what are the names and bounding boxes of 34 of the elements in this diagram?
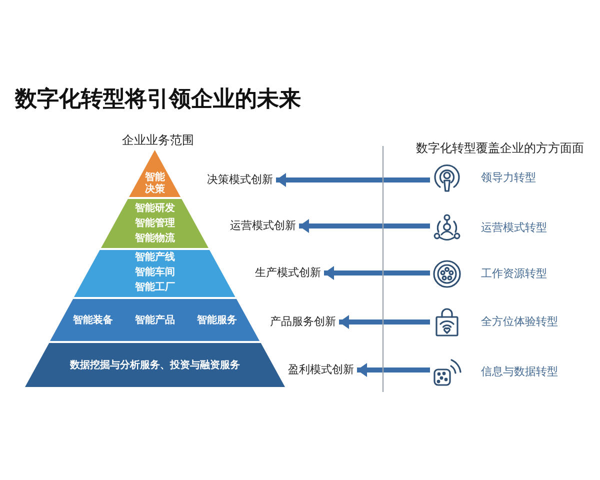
pyramid-layer (25, 343, 285, 387)
pyramid-layer (101, 199, 209, 248)
arrow (276, 173, 430, 187)
aspect-label: 信息与数据转型 (481, 365, 558, 379)
innovation-label: 生产模式创新 (255, 266, 321, 280)
layer-text: 智能研发 (134, 202, 175, 216)
arrow (357, 363, 430, 377)
aspect-label: 运营模式转型 (481, 221, 547, 235)
innovation-label: 盈利模式创新 (288, 363, 354, 377)
arrow (299, 219, 430, 233)
layer-text: 智能产品 (134, 314, 175, 328)
layer-text: 智能车间 (134, 265, 175, 280)
pyramid-layer (129, 150, 181, 197)
arrow (339, 315, 430, 329)
innovation-label: 运营模式创新 (230, 219, 296, 233)
layer-text: 数据挖掘与分析服务、投资与融资服务 (70, 358, 240, 372)
layer-text: 智能服务 (196, 314, 237, 328)
layer-text: 智能产线 (134, 250, 175, 265)
column-heading: 企业业务范围 (121, 132, 195, 148)
layer-text: 智能决策 (144, 172, 166, 196)
pyramid-layer (74, 250, 236, 297)
aspect-label: 领导力转型 (481, 171, 536, 185)
column-heading: 数字化转型覆盖企业的方方面面 (415, 140, 585, 156)
innovation-label: 产品服务创新 (270, 315, 336, 329)
innovation-label: 决策模式创新 (207, 173, 273, 187)
layer-text: 智能物流 (134, 231, 175, 246)
title: 数字化转型将引领企业的未来 (15, 86, 301, 114)
layer-text: 智能工厂 (134, 280, 175, 295)
arrow (324, 266, 430, 280)
pyramid-layer (50, 299, 260, 341)
layer-text: 智能管理 (134, 216, 175, 231)
aspect-label: 全方位体验转型 (481, 315, 558, 329)
layer-text: 智能装备 (72, 314, 113, 328)
aspect-label: 工作资源转型 (481, 267, 547, 281)
